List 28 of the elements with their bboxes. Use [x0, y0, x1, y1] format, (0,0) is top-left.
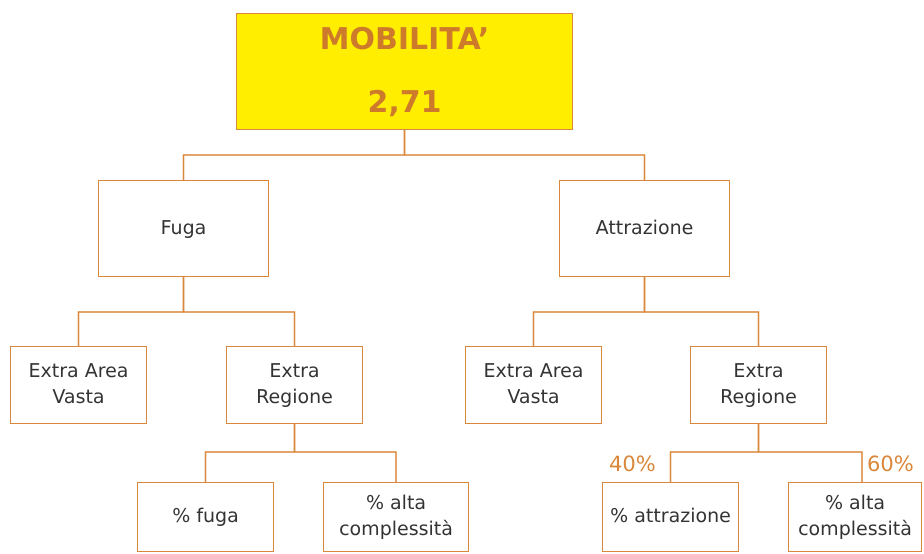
root-box [236, 13, 573, 130]
connector-line [404, 130, 646, 180]
connector-line [758, 424, 863, 482]
connector-line [294, 424, 397, 482]
percentage-label: 60% [867, 452, 914, 476]
node-label: Attrazione [594, 216, 694, 241]
node-label: Extra Regione [719, 359, 798, 410]
node-label: Extra Area Vasta [28, 359, 130, 410]
connector-line [182, 277, 296, 346]
category-box [323, 482, 469, 552]
category-box [137, 482, 274, 552]
node-label: % alta complessità [338, 491, 454, 542]
node-label: % fuga [171, 504, 240, 530]
node-label: Fuga [160, 216, 208, 241]
category-box [690, 346, 827, 424]
node-label: Extra Area Vasta [482, 359, 584, 410]
category-box [226, 346, 363, 424]
node-label: Extra Regione [255, 359, 334, 410]
root-value: 2,71 [366, 84, 443, 122]
category-box [559, 180, 730, 277]
category-box [98, 180, 269, 277]
node-label: % attrazione [609, 504, 732, 530]
percentage-label: 40% [609, 452, 656, 476]
node-label: % alta complessità [797, 491, 913, 542]
root-title: MOBILITA’ [318, 21, 490, 59]
category-box [465, 346, 602, 424]
connector-line [644, 277, 760, 346]
category-box [10, 346, 147, 424]
